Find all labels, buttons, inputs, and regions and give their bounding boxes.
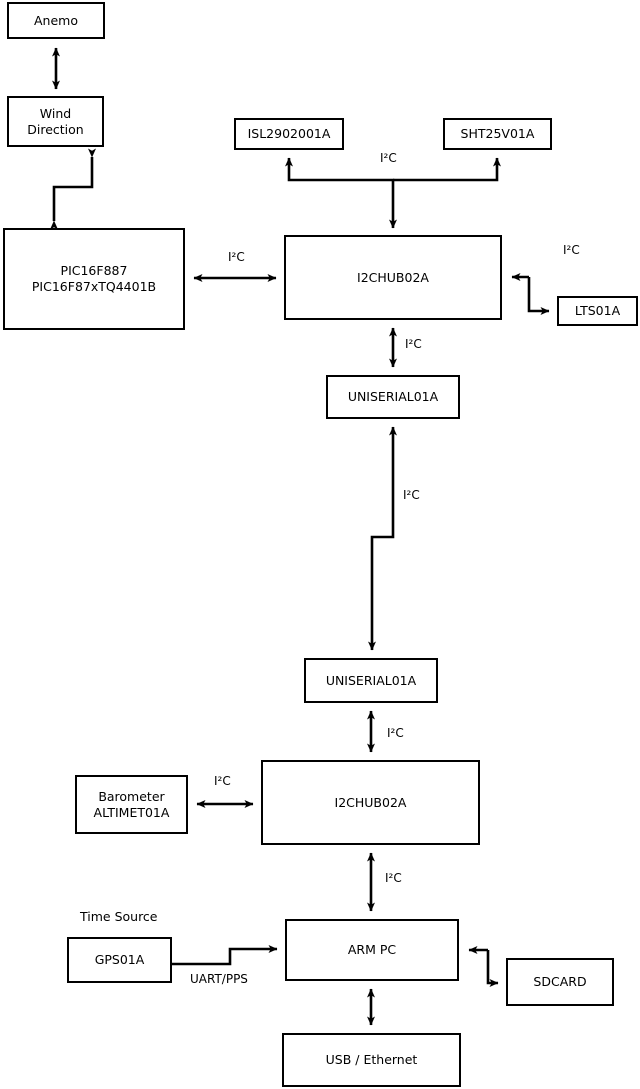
edge-label-i2c-barometer-hub: I²C bbox=[214, 774, 231, 788]
edge-label-i2c-uniserial-link: I²C bbox=[403, 488, 420, 502]
node-i2chub02a-bottom[interactable]: I2CHUB02A bbox=[261, 760, 480, 845]
node-wind-direction[interactable]: Wind Direction bbox=[7, 96, 104, 147]
node-uniserial-top-label: UNISERIAL01A bbox=[347, 389, 439, 405]
node-pic-microcontroller[interactable]: PIC16F887 PIC16F87xTQ4401B bbox=[3, 228, 185, 330]
edge-gps-armpc bbox=[172, 945, 278, 966]
node-hub-bottom-label: I2CHUB02A bbox=[334, 794, 407, 810]
node-i2chub02a-top[interactable]: I2CHUB02A bbox=[284, 235, 502, 320]
node-anemo[interactable]: Anemo bbox=[7, 2, 105, 39]
edge-hubtop-trunk bbox=[285, 157, 397, 229]
node-arm-pc-label: ARM PC bbox=[347, 942, 397, 958]
edge-hubtop-lts-out bbox=[527, 277, 550, 315]
edge-label-i2c-hub-lts: I²C bbox=[563, 243, 580, 257]
label-time-source: Time Source bbox=[80, 909, 158, 924]
node-pic-label: PIC16F887 PIC16F87xTQ4401B bbox=[31, 263, 157, 294]
node-arm-pc[interactable]: ARM PC bbox=[285, 919, 459, 981]
node-gps01a[interactable]: GPS01A bbox=[67, 937, 172, 983]
node-sdcard[interactable]: SDCARD bbox=[506, 958, 614, 1006]
node-barometer-label: Barometer ALTIMET01A bbox=[93, 788, 170, 820]
edge-label-uart-pps: UART/PPS bbox=[190, 972, 248, 986]
node-usb-ethernet-label: USB / Ethernet bbox=[325, 1052, 418, 1068]
edge-wind-pic bbox=[50, 148, 96, 230]
node-lts-label: LTS01A bbox=[574, 303, 621, 319]
edge-label-i2c-hub-uniserial: I²C bbox=[405, 337, 422, 351]
edge-armpc-sdcard-out bbox=[486, 950, 499, 987]
edge-hubtop-sht bbox=[393, 157, 501, 182]
node-anemo-label: Anemo bbox=[34, 12, 78, 28]
node-isl2902001a[interactable]: ISL2902001A bbox=[234, 118, 344, 150]
node-sht25v01a[interactable]: SHT25V01A bbox=[443, 118, 552, 150]
edge-label-i2c-hub-armpc: I²C bbox=[385, 871, 402, 885]
node-wind-direction-label: Wind Direction bbox=[27, 105, 84, 137]
node-isl-label: ISL2902001A bbox=[247, 126, 331, 142]
edge-label-i2c-top-sensors: I²C bbox=[380, 151, 397, 165]
node-uniserial-bottom-label: UNISERIAL01A bbox=[325, 672, 417, 688]
node-lts01a[interactable]: LTS01A bbox=[557, 296, 638, 326]
edge-label-i2c-pic-hub: I²C bbox=[228, 250, 245, 264]
node-uniserial01a-top[interactable]: UNISERIAL01A bbox=[326, 375, 460, 419]
edge-uniserial-link bbox=[368, 426, 397, 651]
node-hub-top-label: I2CHUB02A bbox=[357, 269, 429, 285]
node-uniserial01a-bottom[interactable]: UNISERIAL01A bbox=[304, 658, 438, 703]
node-gps-label: GPS01A bbox=[94, 952, 145, 968]
node-sdcard-label: SDCARD bbox=[533, 974, 587, 990]
edge-label-i2c-uniserial-hub: I²C bbox=[387, 726, 404, 740]
node-barometer-altimet01a[interactable]: Barometer ALTIMET01A bbox=[75, 775, 188, 834]
node-usb-ethernet[interactable]: USB / Ethernet bbox=[282, 1033, 461, 1087]
node-sht-label: SHT25V01A bbox=[460, 126, 535, 142]
